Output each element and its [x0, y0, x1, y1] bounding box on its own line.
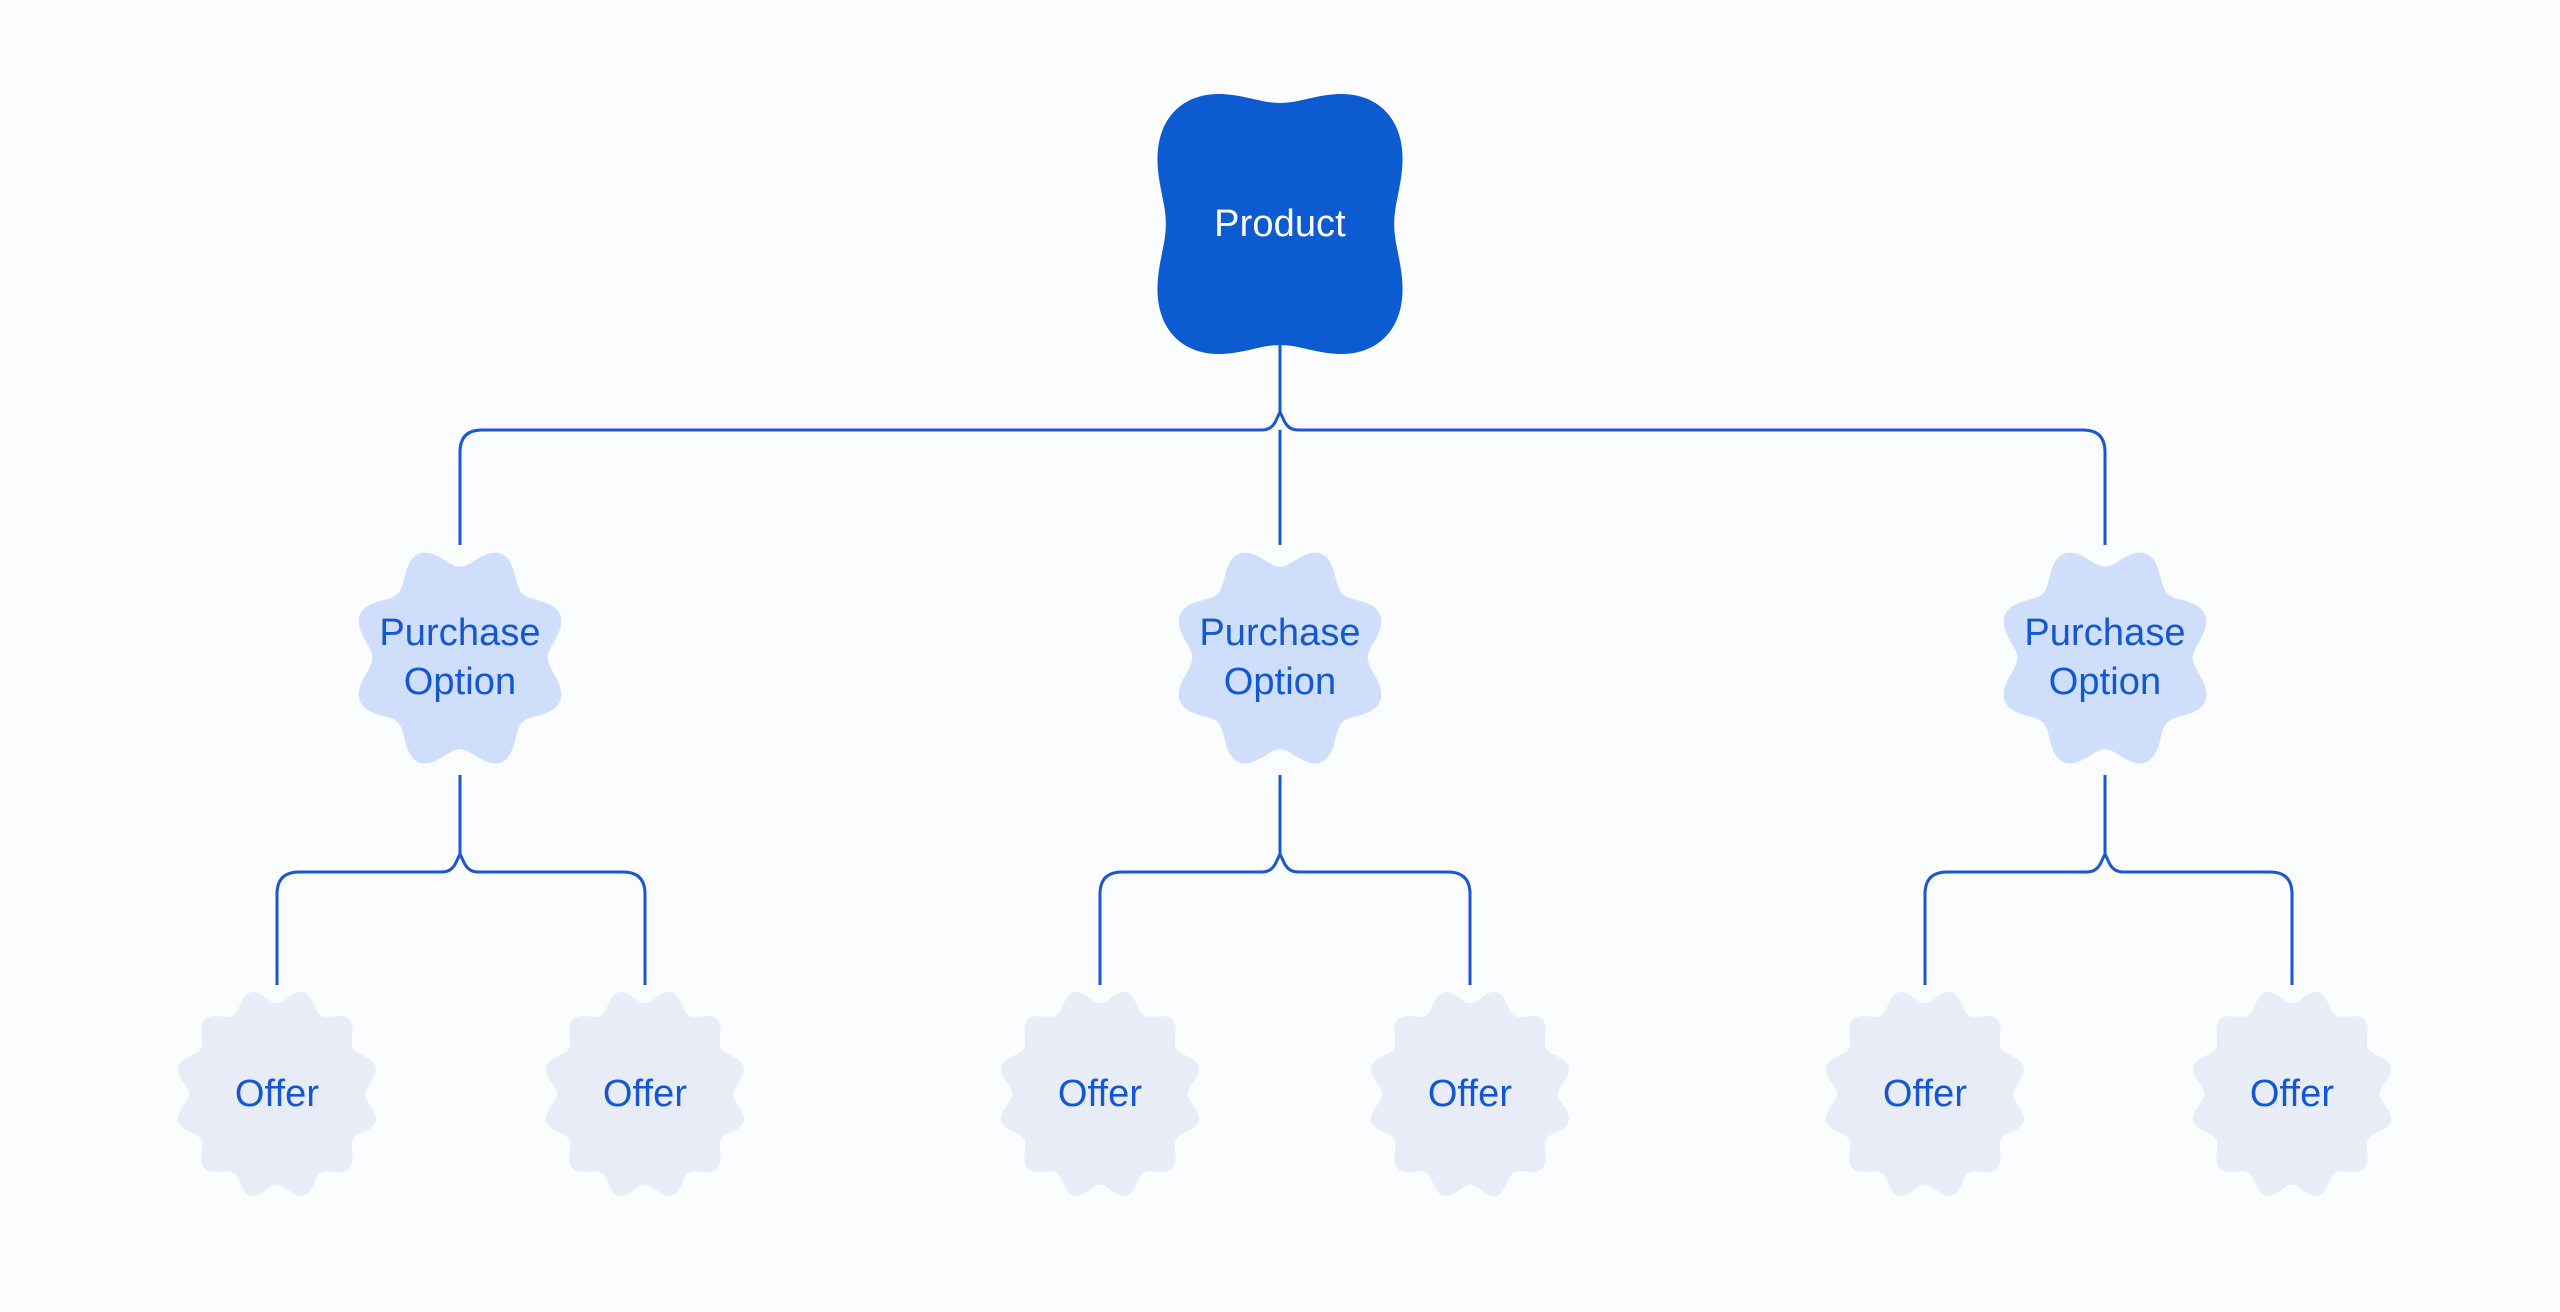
connector-branch-bus-3 [1923, 850, 2294, 985]
node-offer-2-1[interactable] [1001, 991, 1199, 1197]
node-purchase-option-3[interactable] [2003, 552, 2207, 764]
node-purchase-option-2[interactable] [1178, 552, 1382, 764]
connectors-layer [275, 340, 2294, 985]
connector-branch-bus-2 [1098, 850, 1472, 985]
node-offer-2-2[interactable] [1371, 991, 1569, 1197]
nodes-layer [178, 94, 2391, 1197]
connector-branch-bus-1 [275, 850, 647, 985]
node-purchase-option-1[interactable] [358, 552, 562, 764]
node-offer-1-2[interactable] [546, 991, 744, 1197]
node-offer-1-1[interactable] [178, 991, 376, 1197]
node-product[interactable] [1157, 94, 1403, 354]
node-offer-3-2[interactable] [2193, 991, 2391, 1197]
node-offer-3-1[interactable] [1826, 991, 2024, 1197]
connector-root-bus [458, 408, 2107, 545]
